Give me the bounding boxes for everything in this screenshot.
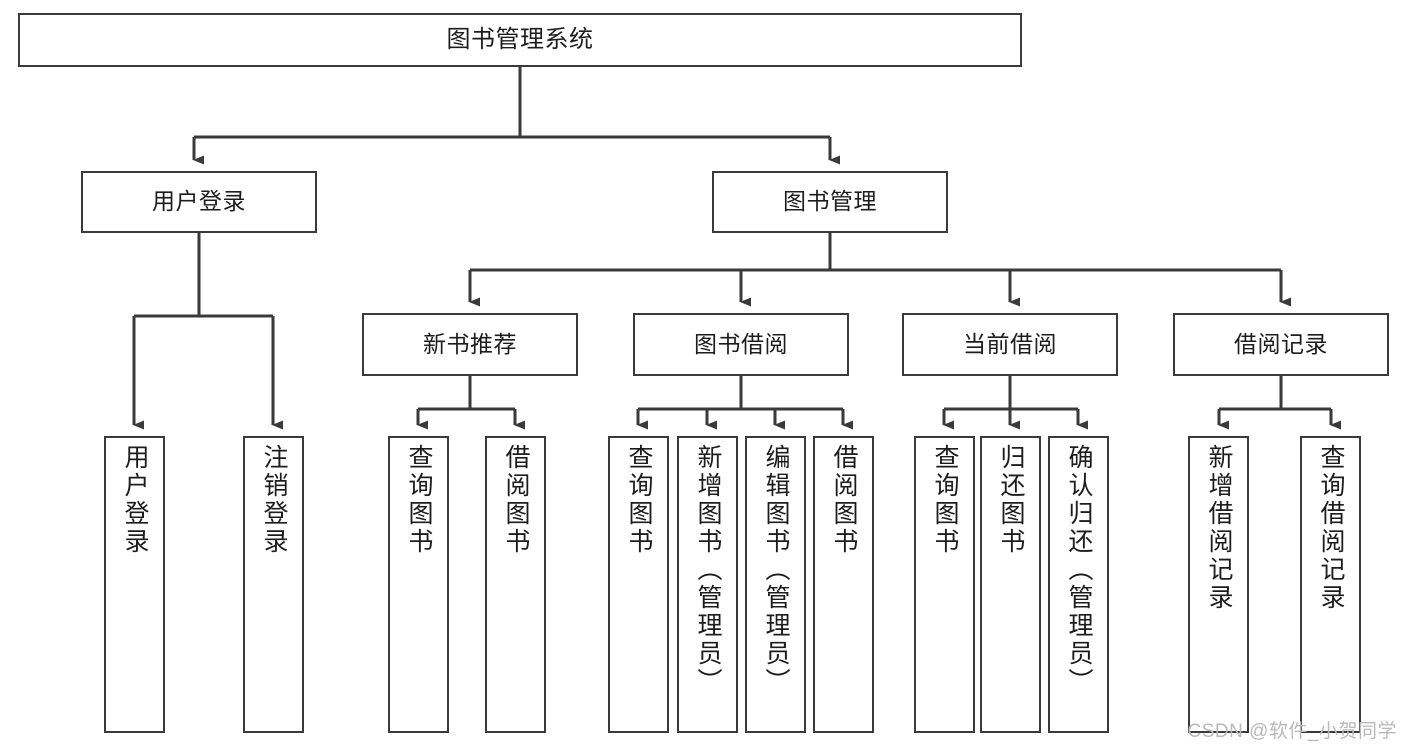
node-current-borrow[interactable]: 当前借阅 (902, 313, 1118, 376)
node-leaf-borrow-book[interactable]: 借阅图书 (813, 436, 874, 733)
node-label: 新增借阅记录 (1205, 444, 1233, 612)
node-label: 确认归还（管理员） (1065, 444, 1093, 696)
node-label: 借阅记录 (1234, 330, 1328, 357)
node-leaf-confirm-return[interactable]: 确认归还（管理员） (1048, 436, 1109, 733)
node-label: 用户登录 (152, 188, 246, 215)
node-leaf-user-login[interactable]: 用户登录 (104, 436, 165, 733)
node-leaf-return-book[interactable]: 归还图书 (980, 436, 1041, 733)
node-book-manage[interactable]: 图书管理 (712, 171, 948, 233)
node-user-login[interactable]: 用户登录 (81, 171, 317, 233)
node-label: 注销登录 (260, 444, 288, 556)
node-label: 图书管理系统 (446, 25, 594, 53)
node-label: 图书借阅 (694, 330, 788, 357)
node-leaf-query-book-current[interactable]: 查询图书 (914, 436, 975, 733)
node-label: 用户登录 (121, 444, 149, 556)
node-leaf-borrow-book-recommend[interactable]: 借阅图书 (485, 436, 546, 733)
node-leaf-edit-book[interactable]: 编辑图书（管理员） (745, 436, 806, 733)
node-new-book-recommend[interactable]: 新书推荐 (362, 313, 578, 376)
node-label: 新增图书（管理员） (694, 444, 722, 696)
node-label: 编辑图书（管理员） (762, 444, 790, 696)
node-leaf-logout[interactable]: 注销登录 (243, 436, 304, 733)
node-label: 归还图书 (997, 444, 1025, 556)
node-label: 当前借阅 (963, 330, 1057, 357)
node-leaf-add-borrow-record[interactable]: 新增借阅记录 (1188, 436, 1249, 733)
node-borrow-record[interactable]: 借阅记录 (1173, 313, 1389, 376)
node-label: 查询借阅记录 (1317, 444, 1345, 612)
watermark-text: CSDN @软件_小贺同学 (1187, 721, 1397, 742)
node-book-borrow[interactable]: 图书借阅 (633, 313, 849, 376)
node-leaf-query-borrow-record[interactable]: 查询借阅记录 (1300, 436, 1361, 733)
node-label: 查询图书 (625, 444, 653, 556)
node-label: 图书管理 (783, 188, 877, 215)
node-label: 新书推荐 (423, 330, 517, 357)
node-label: 查询图书 (931, 444, 959, 556)
node-label: 查询图书 (405, 444, 433, 556)
node-label: 借阅图书 (502, 444, 530, 556)
node-leaf-query-book-borrow[interactable]: 查询图书 (608, 436, 669, 733)
node-leaf-add-book[interactable]: 新增图书（管理员） (677, 436, 738, 733)
node-root-book-management-system[interactable]: 图书管理系统 (18, 13, 1022, 67)
node-label: 借阅图书 (830, 444, 858, 556)
node-leaf-query-book-recommend[interactable]: 查询图书 (388, 436, 449, 733)
